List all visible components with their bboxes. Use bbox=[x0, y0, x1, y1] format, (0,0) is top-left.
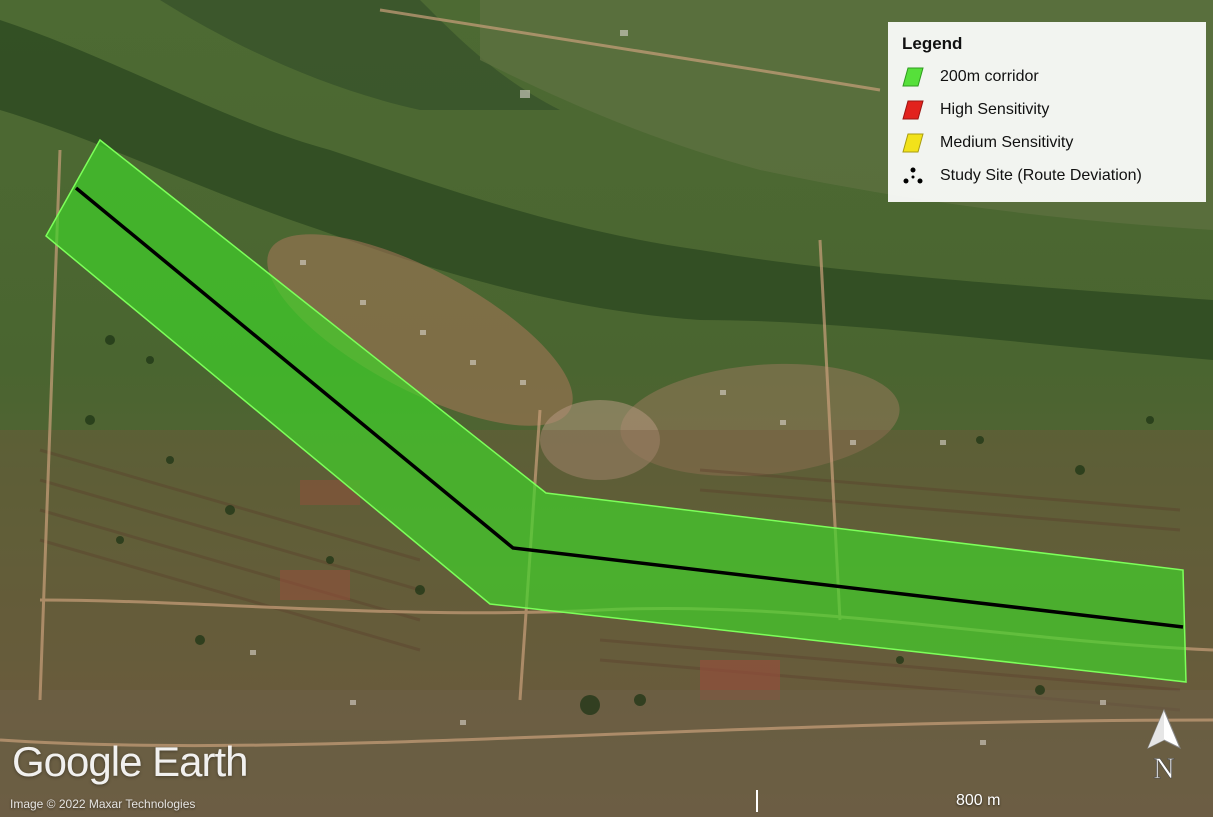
legend-item-medium-sensitivity: Medium Sensitivity bbox=[902, 126, 1192, 159]
legend-item-study-site: Study Site (Route Deviation) bbox=[902, 159, 1192, 192]
north-label: N bbox=[1153, 752, 1175, 785]
legend-item-high-sensitivity: High Sensitivity bbox=[902, 93, 1192, 126]
watermark-earth: Earth bbox=[141, 738, 248, 785]
legend-title: Legend bbox=[902, 34, 963, 53]
north-arrow-icon: N bbox=[1147, 708, 1181, 785]
corridor-polygon[interactable] bbox=[45, 138, 1187, 683]
watermark-google: Google bbox=[12, 738, 142, 785]
legend-item-corridor: 200m corridor bbox=[902, 60, 1192, 93]
route-line[interactable] bbox=[74, 186, 1184, 629]
imagery-attribution: Image © 2022 Maxar Technologies bbox=[10, 797, 196, 811]
legend-label: Study Site (Route Deviation) bbox=[940, 166, 1142, 184]
legend-label: High Sensitivity bbox=[940, 100, 1050, 118]
legend-label: Medium Sensitivity bbox=[940, 133, 1074, 151]
medium-sensitivity-swatch-icon bbox=[902, 133, 924, 152]
study-site-dots-icon bbox=[903, 167, 923, 183]
scale-label: 800 m bbox=[956, 792, 1001, 809]
google-earth-watermark: Google Earth bbox=[12, 738, 249, 786]
legend-panel: Legend 200m corridor High Sensitivity Me… bbox=[888, 22, 1206, 202]
legend-label: 200m corridor bbox=[940, 67, 1039, 85]
high-sensitivity-swatch-icon bbox=[902, 100, 924, 119]
scale-bar bbox=[756, 790, 758, 812]
corridor-swatch-icon bbox=[902, 67, 924, 86]
